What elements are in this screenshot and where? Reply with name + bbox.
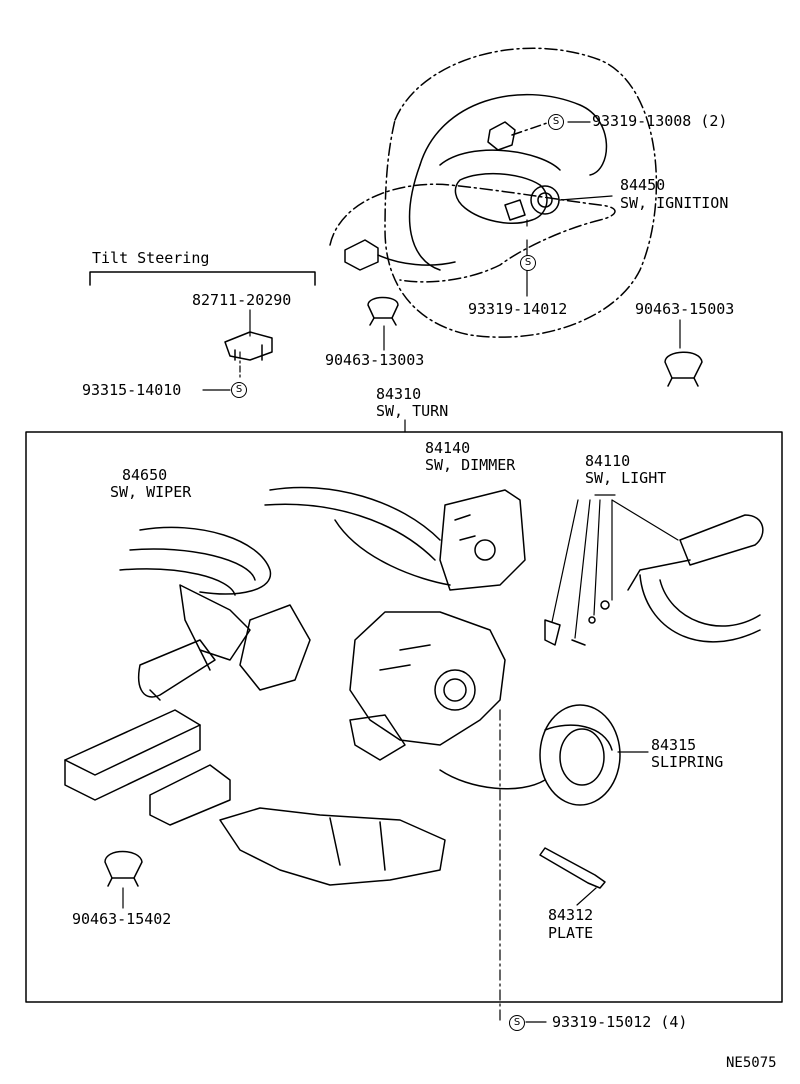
slipring-illustration	[439, 704, 621, 806]
connector-blocks-illustration	[64, 709, 446, 886]
screw-symbol-badge: S	[509, 1015, 525, 1031]
part-name-sw-light: SW, LIGHT	[585, 469, 667, 487]
part-name-sw-ignition: SW, IGNITION	[620, 194, 729, 212]
clamp-90463-15003	[664, 351, 703, 387]
light-switch-illustration	[544, 514, 764, 646]
part-name-plate: PLATE	[548, 924, 594, 942]
part-name-slipring: SLIPRING	[651, 753, 724, 771]
screw-symbol-badge: S	[548, 114, 564, 130]
plate-illustration	[539, 847, 606, 889]
part-label-90463-15003: 90463-15003	[635, 300, 735, 318]
part-label-93319-15012: 93319-15012 (4)	[552, 1013, 688, 1031]
part-name-sw-turn: SW, TURN	[376, 402, 449, 420]
turn-switch-body-illustration	[349, 611, 506, 761]
screw-symbol-badge: S	[231, 382, 247, 398]
steering-wheel-illustration	[329, 47, 658, 338]
clamp-90463-13003	[367, 296, 399, 326]
part-label-90463-13003: 90463-13003	[325, 351, 425, 369]
turn-switch-assembly-box	[25, 431, 783, 1003]
part-number-84312: 84312	[548, 906, 594, 924]
part-number-84450: 84450	[620, 176, 666, 194]
leader-lines-box	[122, 494, 679, 1023]
part-label-93319-14012: 93319-14012	[468, 300, 568, 318]
wiper-switch-illustration	[119, 526, 311, 701]
part-number-84110: 84110	[585, 452, 631, 470]
diagram-code: NE5075	[726, 1055, 777, 1071]
clamp-90463-15402	[104, 850, 143, 887]
part-name-sw-wiper: SW, WIPER	[110, 483, 192, 501]
tilt-steering-heading: Tilt Steering	[92, 249, 210, 267]
part-name-sw-dimmer: SW, DIMMER	[425, 456, 516, 474]
part-number-84140: 84140	[425, 439, 471, 457]
part-label-82711-20290: 82711-20290	[192, 291, 292, 309]
part-label-93315-14010: 93315-14010	[82, 381, 182, 399]
part-number-84650: 84650	[122, 466, 168, 484]
part-number-84310: 84310	[376, 385, 422, 403]
screw-symbol-badge: S	[520, 255, 536, 271]
part-label-93319-13008: 93319-13008 (2)	[592, 112, 728, 130]
leader-lines-top	[202, 121, 681, 433]
part-number-84315: 84315	[651, 736, 697, 754]
dimmer-switch-illustration	[264, 486, 526, 591]
part-label-90463-15402: 90463-15402	[72, 910, 172, 928]
tilt-steering-bracket	[89, 271, 316, 361]
